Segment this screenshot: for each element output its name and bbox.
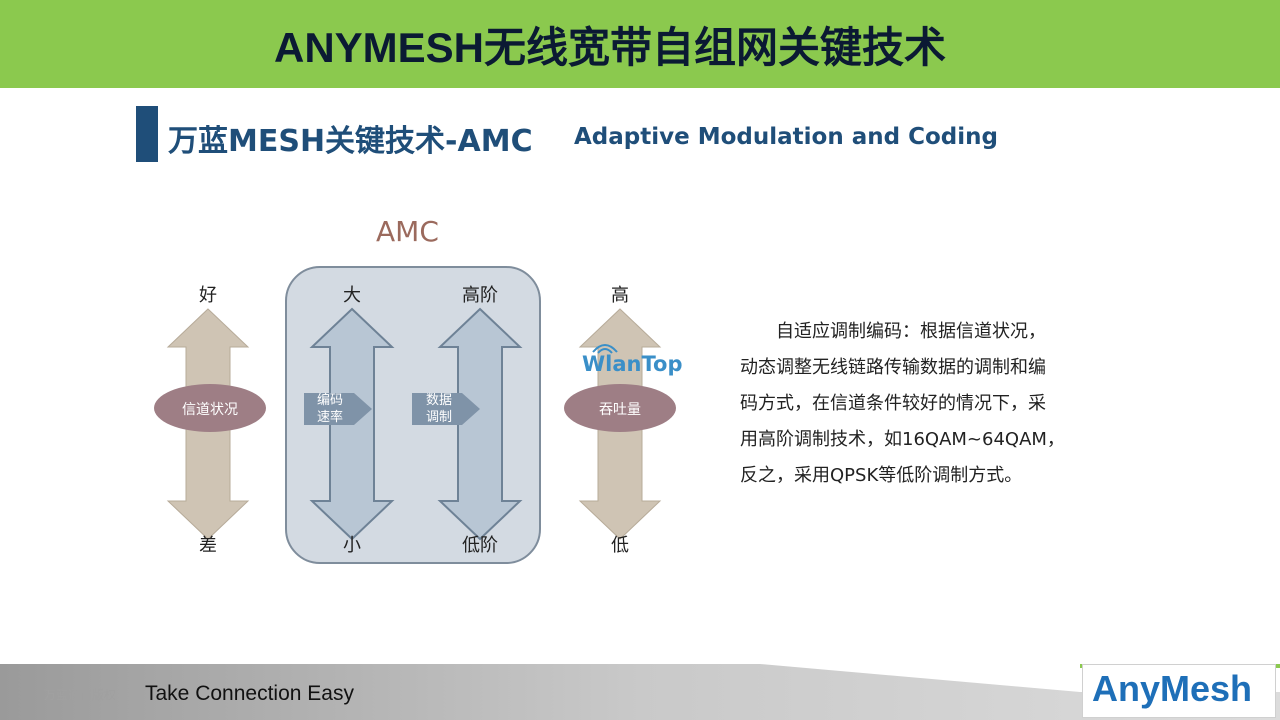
- modulation-pointer: [412, 393, 480, 425]
- channel-good-label: 好: [199, 285, 217, 306]
- modulation-high-label: 高阶: [462, 285, 498, 306]
- coding-rate-high-label: 大: [343, 285, 361, 306]
- modulation-label-line1: 数据: [425, 393, 452, 408]
- title-bar: ANYMESH无线宽带自组网关键技术: [0, 0, 1280, 88]
- description-line: 动态调整无线链路传输数据的调制和编: [740, 357, 1046, 378]
- modulation-label-line2: 调制: [425, 410, 452, 425]
- description-line: 自适应调制编码：根据信道状况，: [776, 321, 1046, 342]
- description-line: 反之，采用QPSK等低阶调制方式。: [740, 465, 1023, 486]
- copyright-text: 万蓝通信版权: [44, 688, 117, 702]
- description-line: 用高阶调制技术，如16QAM~64QAM，: [740, 429, 1065, 450]
- company-logo-box: [1082, 664, 1276, 718]
- throughput-high-label: 高: [611, 285, 629, 306]
- amc-diagram: AMC 好 差 信道状况 大 小 编码 速率 高阶 低阶 数据 调制 高 低 吞…: [140, 205, 700, 585]
- watermark-logo: WlanTop: [582, 352, 683, 376]
- throughput-oval-label: 吞吐量: [599, 402, 641, 418]
- company-logo: AnyMesh: [1092, 668, 1253, 709]
- description-line: 码方式，在信道条件较好的情况下，采: [740, 393, 1046, 414]
- amc-diagram-graphic: [154, 266, 676, 564]
- wifi-icon: [592, 344, 618, 354]
- amc-label: AMC: [376, 215, 439, 248]
- page-title: ANYMESH无线宽带自组网关键技术: [273, 24, 947, 71]
- description-text: 自适应调制编码：根据信道状况， 动态调整无线链路传输数据的调制和编 码方式，在信…: [740, 314, 1130, 494]
- channel-poor-label: 差: [199, 535, 217, 556]
- coding-rate-low-label: 小: [343, 535, 361, 556]
- channel-oval: [154, 384, 266, 432]
- throughput-low-label: 低: [611, 535, 629, 556]
- modulation-double-arrow: [437, 307, 523, 541]
- coding-rate-label-line2: 速率: [316, 410, 343, 425]
- channel-oval-label: 信道状况: [182, 402, 238, 418]
- section-title: 万蓝MESH关键技术-AMC: [168, 124, 533, 159]
- coding-rate-label: 编码 速率: [310, 392, 350, 426]
- throughput-oval: [564, 384, 676, 432]
- footer-slogan: Take Connection Easy: [145, 682, 354, 705]
- subtitle-accent-bar: [136, 106, 158, 162]
- modulation-low-label: 低阶: [462, 535, 498, 556]
- coding-rate-label-line1: 编码: [316, 393, 343, 408]
- section-title-english: Adaptive Modulation and Coding: [574, 124, 998, 150]
- modulation-label: 数据 调制: [419, 392, 459, 426]
- coding-rate-pointer: [304, 393, 372, 425]
